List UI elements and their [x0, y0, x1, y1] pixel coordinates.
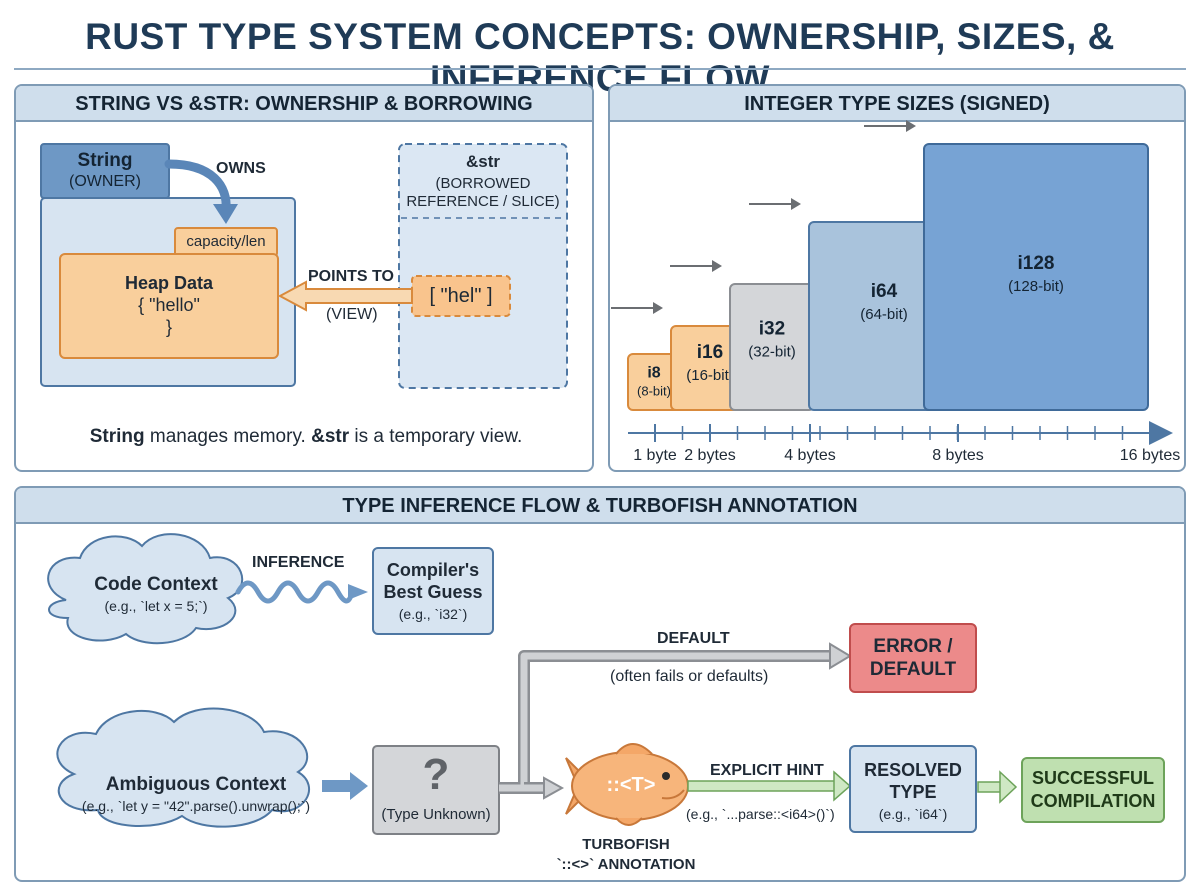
caption-str-term: &str	[311, 426, 350, 447]
growth-arrowhead-i32	[712, 260, 722, 272]
capacity-len-label: capacity/len	[186, 233, 266, 250]
ambiguous-context-cloud	[56, 707, 311, 828]
page-title: RUST TYPE SYSTEM CONCEPTS: OWNERSHIP, SI…	[85, 16, 1115, 99]
axis-label-2: 2 bytes	[684, 447, 736, 464]
ambiguous-to-unknown-arrow	[322, 772, 368, 800]
best-guess-example: (e.g., `i32`)	[398, 606, 468, 622]
success-title-2: COMPILATION	[1030, 791, 1156, 811]
caption-text-2: is a temporary view.	[349, 426, 523, 447]
integer-sizes-panel: INTEGER TYPE SIZES (SIGNED) 1 byte 2 byte…	[608, 84, 1186, 472]
heap-data-box	[59, 253, 279, 359]
int-name-i128: i128	[1018, 253, 1055, 274]
inference-panel-heading: TYPE INFERENCE FLOW & TURBOFISH ANNOTATI…	[16, 488, 1184, 524]
string-owner-tab	[40, 143, 170, 199]
inference-wavy-arrow	[235, 580, 355, 604]
points-to-arrow	[277, 280, 413, 312]
growth-arrowhead-i128	[906, 120, 916, 132]
integer-sizes-heading: INTEGER TYPE SIZES (SIGNED)	[610, 86, 1184, 122]
int-bits-i128: (128-bit)	[1008, 278, 1064, 295]
code-context-title: Code Context	[94, 574, 218, 595]
inference-label: INFERENCE	[252, 554, 345, 571]
int-block-i128	[923, 143, 1149, 411]
string-label: String	[77, 150, 133, 171]
axis-label-4: 4 bytes	[784, 447, 836, 464]
axis-label-8: 8 bytes	[932, 447, 984, 464]
success-box	[1021, 757, 1165, 823]
best-guess-box	[372, 547, 494, 635]
resolved-title-1: RESOLVED	[864, 760, 962, 780]
turbofish-title: TURBOFISH	[582, 836, 670, 853]
ownership-diagram	[40, 143, 568, 389]
resolved-to-success-arrow	[999, 770, 1018, 804]
code-context-example: (e.g., `let x = 5;`)	[104, 598, 208, 614]
inference-diagram	[47, 533, 1165, 835]
resolved-type-box	[849, 745, 977, 833]
turbofish-syntax-label: ::<T>	[606, 774, 656, 796]
int-bits-i8: (8-bit)	[637, 384, 671, 399]
title-divider	[14, 68, 1186, 70]
ambiguous-title: Ambiguous Context	[105, 774, 287, 795]
str-title: &str	[465, 152, 500, 171]
owns-arrow	[164, 159, 231, 215]
str-sub-1: (BORROWED	[435, 175, 531, 192]
ownership-panel: STRING VS &STR: OWNERSHIP & BORROWING St…	[14, 84, 594, 472]
turbofish-subtitle: `::<>` ANNOTATION	[556, 856, 696, 873]
view-label: (VIEW)	[326, 306, 378, 323]
inference-panel: TYPE INFERENCE FLOW & TURBOFISH ANNOTATI…	[14, 486, 1186, 882]
code-context-cloud	[47, 533, 244, 645]
default-note: (often fails or defaults)	[610, 668, 769, 685]
caption-text-1: manages memory.	[144, 426, 312, 447]
resolved-title-2: TYPE	[889, 782, 937, 802]
int-bits-i64: (64-bit)	[860, 306, 908, 323]
integer-size-chart: 1 byte 2 bytes 4 bytes 8 bytes 16 bytes i8 (8…	[611, 120, 1180, 464]
error-label-1: ERROR /	[873, 636, 953, 657]
ownership-caption: String manages memory. &str is a tempora…	[16, 426, 592, 448]
str-sub-2: REFERENCE / SLICE)	[406, 193, 560, 210]
default-label: DEFAULT	[657, 630, 730, 647]
axis-label-16: 16 bytes	[1120, 447, 1180, 464]
explicit-hint-example: (e.g., `...parse::<i64>()`)	[686, 806, 835, 822]
string-sub-label: (OWNER)	[69, 173, 141, 190]
heap-title: Heap Data	[124, 273, 214, 293]
error-default-box	[849, 623, 977, 693]
int-name-i8: i8	[647, 365, 660, 382]
slice-label: [ "hel" ]	[429, 285, 493, 307]
heap-line-3: }	[165, 317, 172, 337]
owns-label: OWNS	[216, 160, 266, 177]
caption-string-term: String	[89, 426, 145, 447]
int-name-i64: i64	[871, 281, 898, 302]
success-title-1: SUCCESSFUL	[1031, 768, 1154, 788]
explicit-hint-arrow	[687, 780, 839, 792]
type-unknown-label: (Type Unknown)	[381, 806, 491, 823]
turbofish-icon	[565, 743, 689, 826]
int-bits-i16: (16-bit)	[686, 367, 734, 384]
best-guess-title-2: Best Guess	[383, 582, 483, 602]
growth-arrowhead-i64	[791, 198, 801, 210]
growth-arrowhead-i16	[653, 302, 663, 314]
error-label-2: DEFAULT	[869, 659, 957, 680]
ownership-panel-heading: STRING VS &STR: OWNERSHIP & BORROWING	[16, 86, 592, 122]
axis-label-1: 1 byte	[633, 447, 677, 464]
int-bits-i32: (32-bit)	[748, 343, 796, 360]
int-name-i32: i32	[759, 318, 785, 339]
explicit-hint-label: EXPLICIT HINT	[710, 762, 824, 779]
slice-box	[411, 275, 511, 317]
best-guess-title-1: Compiler's	[386, 560, 480, 580]
str-borrow-container	[398, 143, 568, 389]
heap-line-2: { "hello"	[138, 295, 200, 315]
question-mark-icon: ?	[422, 750, 450, 799]
points-to-label: POINTS TO	[308, 268, 394, 285]
int-name-i16: i16	[697, 342, 723, 363]
resolved-example: (e.g., `i64`)	[878, 806, 948, 822]
ambiguous-example: (e.g., `let y = "42".parse().unwrap();`)	[81, 798, 311, 814]
